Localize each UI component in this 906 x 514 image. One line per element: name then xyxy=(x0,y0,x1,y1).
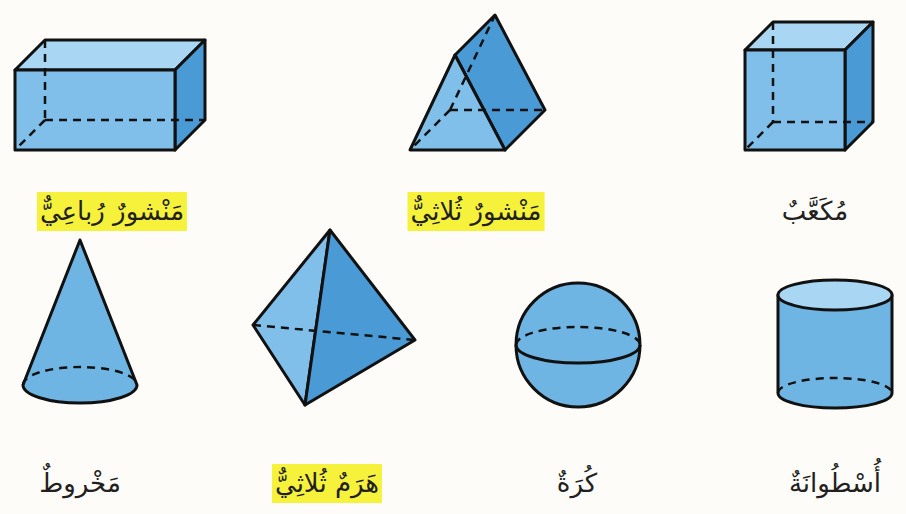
shape-name: مَخْروطٌ xyxy=(36,464,124,503)
shape-name: مَنْشورٌ رُباعِيٌّ xyxy=(37,192,187,231)
cone xyxy=(23,240,137,403)
shape-name: أُسْطُوانَةٌ xyxy=(786,464,884,503)
triangular-prism xyxy=(410,15,545,150)
rectangular-prism xyxy=(15,40,205,150)
shape-name: مُكَعَّبٌ xyxy=(779,192,851,231)
sphere xyxy=(516,283,640,407)
shape-name: مَنْشورٌ ثُلاثِيٌّ xyxy=(408,192,545,231)
cube xyxy=(745,22,873,150)
shape-name: كُرَةٌ xyxy=(554,464,600,503)
shape-name: هَرَمٌ ثُلاثِيٌّ xyxy=(272,464,382,503)
cylinder xyxy=(778,280,892,408)
triangular-pyramid xyxy=(253,230,415,405)
